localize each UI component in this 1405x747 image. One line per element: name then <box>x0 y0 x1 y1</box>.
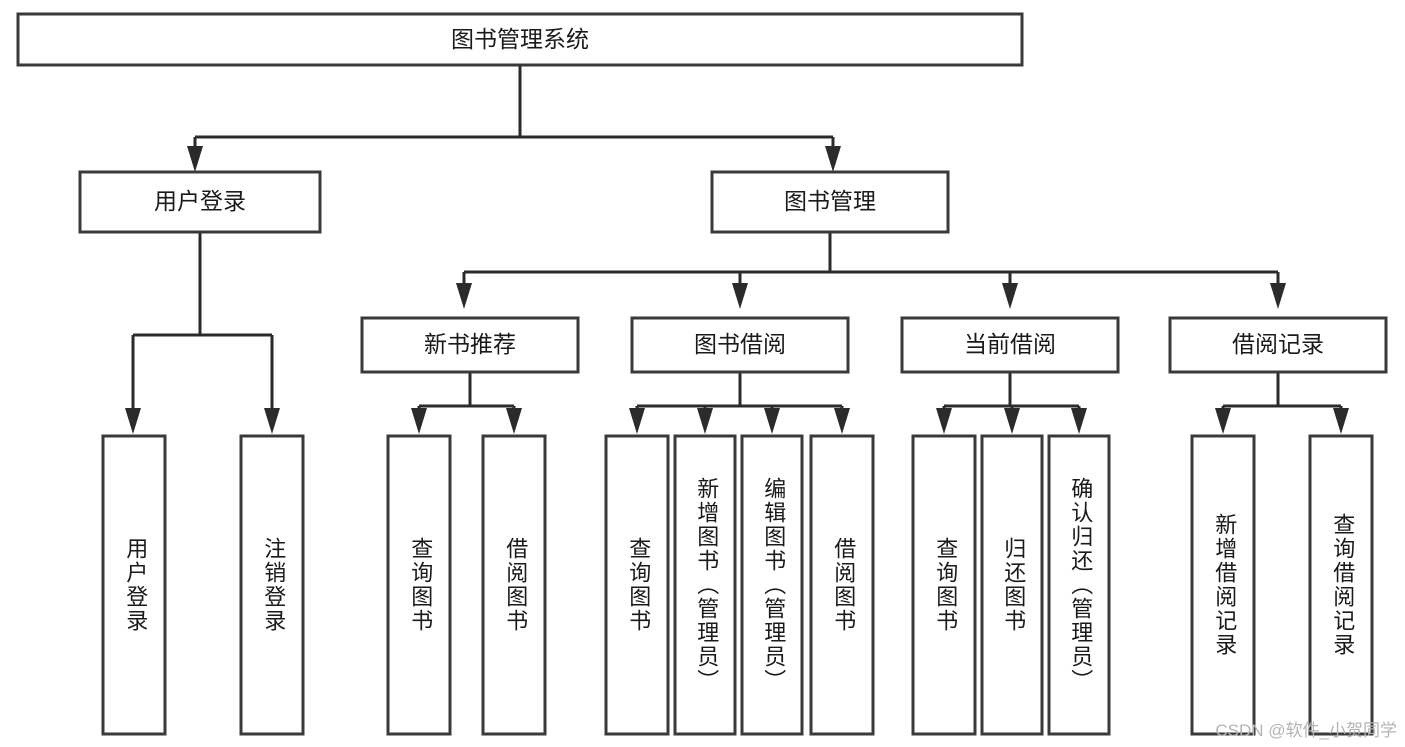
leaf-new-book-recommend-0[interactable]: 查询图书 <box>386 434 452 736</box>
node-new-book-recommend-label: 新书推荐 <box>424 331 516 357</box>
edge-group-book-manage-to-level3 <box>456 232 1286 309</box>
arrowhead-icon <box>764 408 780 434</box>
node-user-login[interactable]: 用户登录 <box>78 170 322 234</box>
edge-group-current-borrow-to-leaves <box>936 372 1087 434</box>
arrowhead-icon <box>411 408 427 434</box>
leaf-user-login-0[interactable]: 用户登录 <box>101 434 167 736</box>
node-borrow-record-label: 借阅记录 <box>1232 331 1324 357</box>
arrowhead-icon <box>187 146 203 172</box>
leaf-new-book-recommend-1-label: 借阅图书 <box>503 537 528 633</box>
leaf-borrow-record-1[interactable]: 查询借阅记录 <box>1308 434 1374 736</box>
leaf-borrow-record-0-label: 新增借阅记录 <box>1212 513 1237 657</box>
arrowhead-icon <box>1071 408 1087 434</box>
edge-group-borrow-record-to-leaves <box>1215 372 1349 434</box>
node-book-borrow[interactable]: 图书借阅 <box>630 316 850 374</box>
leaf-book-borrow-2[interactable]: 编辑图书（管理员） <box>740 434 804 736</box>
arrowhead-icon <box>125 408 141 434</box>
edge-group-new-book-to-leaves <box>411 372 522 434</box>
node-root[interactable]: 图书管理系统 <box>16 12 1024 67</box>
node-current-borrow[interactable]: 当前借阅 <box>900 316 1120 374</box>
leaf-book-borrow-0-label: 查询图书 <box>626 537 651 633</box>
arrowhead-icon <box>506 408 522 434</box>
edge-group-book-borrow-to-leaves <box>629 372 850 434</box>
leaf-book-borrow-2-label: 编辑图书（管理员） <box>761 477 786 693</box>
node-borrow-record[interactable]: 借阅记录 <box>1168 316 1388 374</box>
arrowhead-icon <box>834 408 850 434</box>
arrowhead-icon <box>697 408 713 434</box>
arrowhead-icon <box>264 408 280 434</box>
leaf-borrow-record-1-label: 查询借阅记录 <box>1330 513 1355 657</box>
leaf-current-borrow-2[interactable]: 确认归还（管理员） <box>1047 434 1111 736</box>
node-book-borrow-label: 图书借阅 <box>694 331 786 357</box>
arrowhead-icon <box>825 146 841 172</box>
leaf-book-borrow-1-label: 新增图书（管理员） <box>694 477 719 693</box>
leaf-borrow-record-0[interactable]: 新增借阅记录 <box>1190 434 1256 736</box>
edge-group-root-to-level2 <box>187 65 841 172</box>
arrowhead-icon <box>1270 283 1286 309</box>
leaf-book-borrow-1[interactable]: 新增图书（管理员） <box>673 434 737 736</box>
edge-group-user-login-to-leaves <box>125 232 280 434</box>
node-book-manage-label: 图书管理 <box>784 188 876 214</box>
leaf-current-borrow-2-label: 确认归还（管理员） <box>1068 477 1093 693</box>
leaf-book-borrow-3-label: 借阅图书 <box>831 537 856 633</box>
leaf-current-borrow-1-label: 归还图书 <box>1001 537 1026 633</box>
leaf-user-login-1-label: 注销登录 <box>261 537 286 633</box>
node-root-label: 图书管理系统 <box>451 26 589 52</box>
arrowhead-icon <box>629 408 645 434</box>
leaf-current-borrow-0[interactable]: 查询图书 <box>911 434 977 736</box>
leaf-new-book-recommend-0-label: 查询图书 <box>408 537 433 633</box>
leaf-user-login-1[interactable]: 注销登录 <box>239 434 305 736</box>
arrowhead-icon <box>456 283 472 309</box>
leaf-current-borrow-0-label: 查询图书 <box>933 537 958 633</box>
node-user-login-label: 用户登录 <box>154 188 246 214</box>
arrowhead-icon <box>1333 408 1349 434</box>
arrowhead-icon <box>1215 408 1231 434</box>
node-current-borrow-label: 当前借阅 <box>964 331 1056 357</box>
leaf-current-borrow-1[interactable]: 归还图书 <box>980 434 1044 736</box>
leaf-book-borrow-0[interactable]: 查询图书 <box>604 434 670 736</box>
arrowhead-icon <box>936 408 952 434</box>
arrowhead-icon <box>732 283 748 309</box>
node-new-book-recommend[interactable]: 新书推荐 <box>360 316 580 374</box>
arrowhead-icon <box>1004 408 1020 434</box>
leaf-new-book-recommend-1[interactable]: 借阅图书 <box>481 434 547 736</box>
leaf-user-login-0-label: 用户登录 <box>123 537 148 633</box>
node-book-manage[interactable]: 图书管理 <box>710 170 950 234</box>
arrowhead-icon <box>1002 283 1018 309</box>
leaf-book-borrow-3[interactable]: 借阅图书 <box>809 434 875 736</box>
